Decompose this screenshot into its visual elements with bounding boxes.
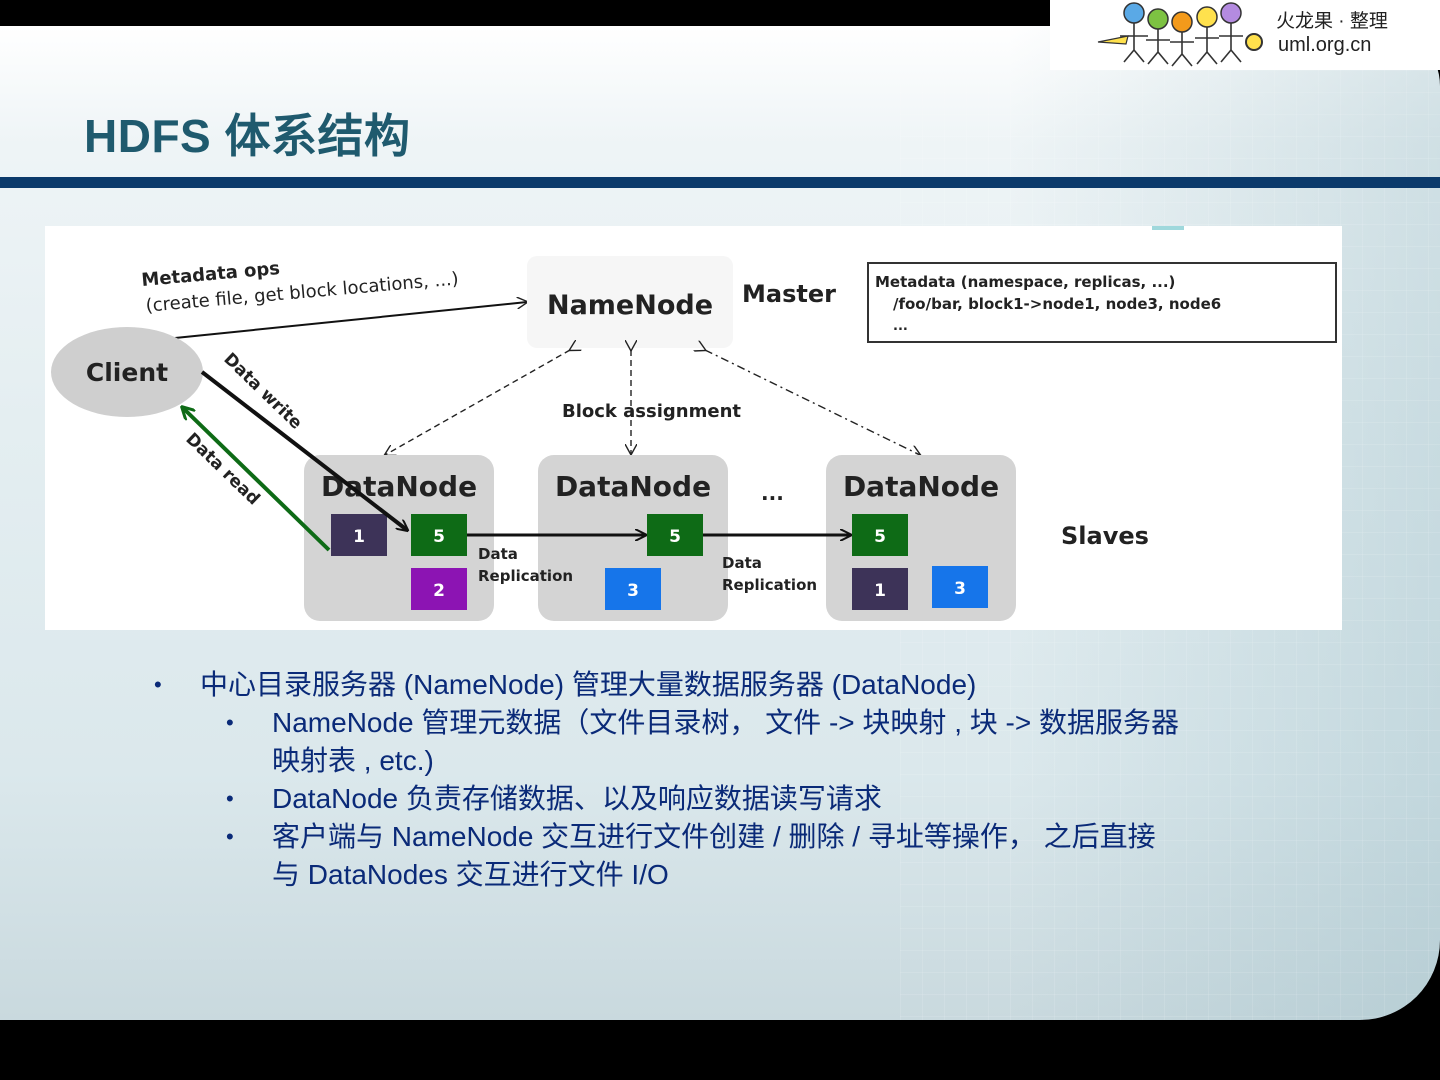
block-5-node1-label: 5 (433, 527, 445, 547)
block-1-node3 (852, 568, 908, 610)
replication-label-2: Replication (722, 576, 817, 594)
namenode-datanode1-link (385, 350, 570, 455)
client-node (51, 327, 203, 417)
datanode-label-3: DataNode (843, 470, 999, 503)
bullet-item: • NameNode 管理元数据（文件目录树， 文件 -> 块映射 , 块 ->… (150, 704, 1350, 780)
datanode-label-1: DataNode (321, 470, 477, 503)
data-read-arrow (183, 408, 331, 552)
block-1-node1 (331, 514, 387, 556)
metadata-box (867, 262, 1337, 343)
block-2-node1-label: 2 (433, 581, 445, 601)
bullet-dot: • (154, 672, 162, 697)
block-1-node3-label: 1 (874, 581, 886, 601)
metadata-box-line1: Metadata (namespace, replicas, ...) (875, 273, 1175, 291)
slaves-label: Slaves (1061, 522, 1149, 550)
ellipsis-label: ... (761, 481, 784, 505)
metadata-box-line3: ... (893, 319, 908, 334)
bullet-list: • 中心目录服务器 (NameNode) 管理大量数据服务器 (DataNode… (150, 666, 1350, 894)
block-3-node2-label: 3 (627, 581, 639, 601)
namenode-label: NameNode (547, 290, 713, 321)
bullet-item: • 中心目录服务器 (NameNode) 管理大量数据服务器 (DataNode… (150, 666, 1350, 704)
page-title: HDFS 体系结构 (84, 110, 411, 162)
datanode-box-2 (538, 455, 728, 621)
replication-label-1: Replication (478, 567, 573, 585)
block-5-node3 (852, 514, 908, 556)
block-3-node3 (932, 566, 988, 608)
block-5-node2 (647, 514, 703, 556)
bullet-dot: • (226, 710, 234, 735)
block-1-node1-label: 1 (353, 527, 365, 547)
block-5-node3-label: 5 (874, 527, 886, 547)
title-divider (0, 177, 1440, 188)
bullet-text-line: NameNode 管理元数据（文件目录树， 文件 -> 块映射 , 块 -> 数… (272, 707, 1179, 738)
block-2-node1 (411, 568, 467, 610)
bullet-text: 中心目录服务器 (NameNode) 管理大量数据服务器 (DataNode) (200, 669, 977, 700)
bullet-text-line: 映射表 , etc.) (272, 745, 434, 776)
metadata-box-line2: /foo/bar, block1->node1, node3, node6 (893, 295, 1221, 313)
metadata-ops-arrow (174, 302, 527, 339)
hdfs-architecture-diagram: Metadata ops (create file, get block loc… (45, 226, 1342, 630)
bullet-dot: • (226, 824, 234, 849)
bullet-dot: • (226, 786, 234, 811)
block-5-node1 (411, 514, 467, 556)
stick-figures-logo-icon (1097, 2, 1263, 67)
data-label-2: Data (722, 554, 762, 572)
block-assignment-label: Block assignment (562, 401, 741, 422)
bottom-black-bar (0, 1020, 1440, 1080)
block-3-node3-label: 3 (954, 579, 966, 599)
bullet-item: • DataNode 负责存储数据、以及响应数据读写请求 (150, 780, 1350, 818)
data-label-1: Data (478, 545, 518, 563)
bullet-text: DataNode 负责存储数据、以及响应数据读写请求 (272, 783, 882, 814)
data-write-arrow (200, 370, 407, 530)
block-3-node2 (605, 568, 661, 610)
datanode-label-2: DataNode (555, 470, 711, 503)
namenode-datanode3-link (705, 350, 920, 455)
block-5-node2-label: 5 (669, 527, 681, 547)
decorative-mark (1152, 226, 1184, 230)
namenode-box (527, 256, 733, 348)
data-read-label: Data read (182, 429, 264, 509)
diagram-canvas: Metadata ops (create file, get block loc… (51, 226, 1337, 621)
bullet-item: • 客户端与 NameNode 交互进行文件创建 / 删除 / 寻址等操作， 之… (150, 818, 1350, 894)
master-label: Master (742, 280, 836, 308)
logo-text-url: uml.org.cn (1278, 34, 1372, 56)
logo-text-title: 火龙果 · 整理 (1276, 11, 1388, 32)
bullet-text-line: 与 DataNodes 交互进行文件 I/O (272, 859, 669, 890)
client-label: Client (86, 358, 168, 387)
logo (1050, 0, 1440, 70)
bullet-text-line: 客户端与 NameNode 交互进行文件创建 / 删除 / 寻址等操作， 之后直… (272, 821, 1156, 852)
